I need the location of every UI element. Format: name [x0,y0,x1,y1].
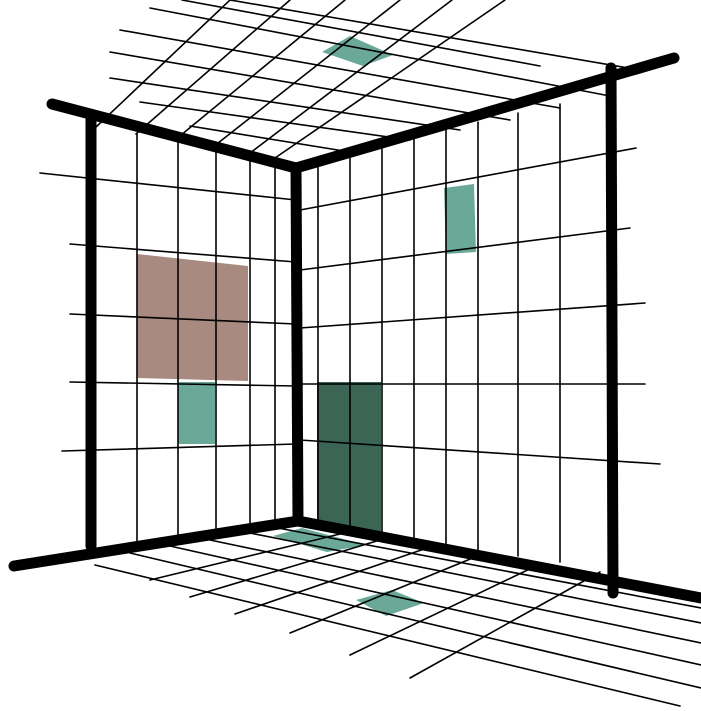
frame-right-post [611,68,613,593]
frame-corner-post [296,168,298,521]
right-wall-dark-green-block [317,382,381,534]
left-wall-teal-tile [178,382,215,444]
right-wall-teal-tile [444,184,476,254]
